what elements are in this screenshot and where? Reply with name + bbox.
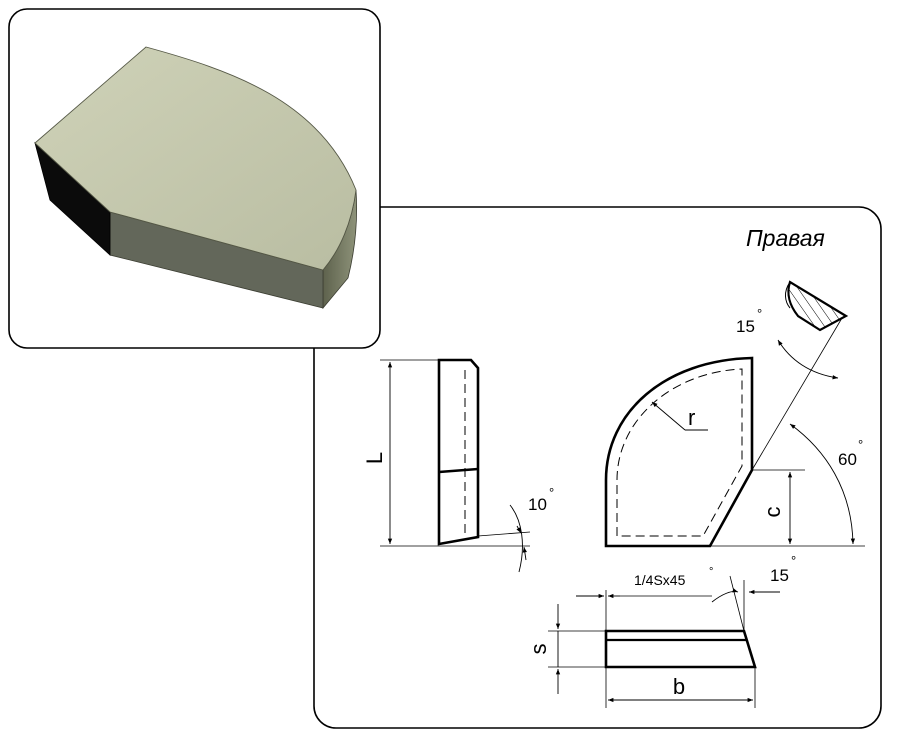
thickness-label: s (526, 644, 551, 655)
top-view-outline (604, 356, 754, 548)
insert-top-face (34, 46, 357, 271)
side-view-split-line (438, 467, 479, 474)
side-view: L 10 ° (362, 358, 554, 573)
chamfer-label: 1/4Sx45 (634, 572, 686, 588)
angle-15-bottom-arc (711, 588, 739, 603)
offset-label: c (760, 507, 785, 518)
angle-15-top-degree: ° (757, 306, 762, 321)
length-label: L (362, 452, 387, 464)
front-view: 1/4Sx45 ° 15 ° s b (526, 553, 796, 708)
top-view: r c 60 ° (604, 317, 865, 548)
angle-60-arc (789, 423, 856, 545)
angle-15-top-arc (777, 339, 839, 380)
side-angle-label: 10 (528, 495, 547, 514)
radius-leader (651, 401, 686, 431)
chamfer-degree: ° (709, 566, 713, 578)
section-shape (787, 280, 849, 332)
angle-15-top-label: 15 (736, 317, 755, 336)
angle-60-label: 60 (838, 450, 857, 469)
top-view-hidden-contour (616, 368, 743, 537)
radius-label: r (688, 405, 695, 430)
insert-3d-model (34, 46, 358, 310)
side-angle-degree: ° (549, 485, 554, 500)
angle-15-bottom-label: 15 (770, 566, 789, 585)
variant-label: Правая (746, 225, 825, 251)
angle-60-degree: ° (858, 437, 863, 452)
section-detail: 15 ° (736, 280, 849, 380)
drawing-frame (313, 206, 882, 729)
side-view-outline (437, 358, 480, 546)
angle-15-bottom-degree: ° (791, 553, 796, 568)
side-angle-arc (509, 504, 523, 573)
width-label: b (673, 674, 685, 699)
